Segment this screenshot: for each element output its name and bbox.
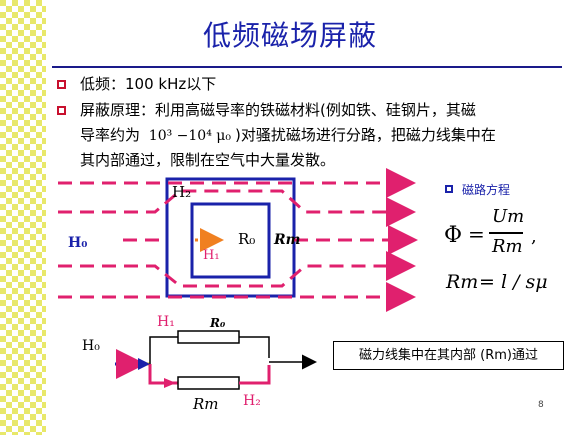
- reluctance-rhs: = l / sμ: [479, 271, 548, 293]
- title-divider: [52, 66, 562, 68]
- circuit-input-arrow: [138, 358, 150, 370]
- bullet-principle-line3: 其内部通过，限制在空气中大量发散。: [80, 151, 336, 169]
- sidebar-pattern: [0, 0, 46, 435]
- phi-symbol: Φ: [444, 223, 463, 248]
- line2-suffix: )对骚扰磁场进行分路，把磁力线集中在: [235, 126, 496, 144]
- label-h2-top: H₂: [172, 183, 192, 201]
- permeability-formula: 10³ −10⁴ μ₀: [148, 128, 231, 144]
- page-number: 8: [538, 400, 544, 410]
- reluctance-lhs: Rm: [446, 271, 479, 293]
- outer-shield: [165, 177, 296, 298]
- bullet-principle-line1: 屏蔽原理：利用高磁导率的铁磁材料(例如铁、硅钢片，其磁: [80, 101, 476, 119]
- bullet-principle-line2: 导率约为 10³ −10⁴ μ₀)对骚扰磁场进行分路，把磁力线集中在: [80, 124, 496, 145]
- result-box: 磁力线集中在其内部 (Rm)通过: [333, 341, 564, 370]
- circuit-label-h2: H₂: [243, 393, 261, 409]
- fraction-denominator: Rm: [492, 236, 523, 257]
- fraction-numerator: Um: [492, 206, 525, 227]
- line2-prefix: 导率约为: [80, 126, 141, 144]
- label-h1: H₁: [203, 248, 220, 263]
- circuit-label-h1: H₁: [157, 314, 175, 330]
- page-title: 低频磁场屏蔽: [202, 19, 377, 52]
- equation-comma: ,: [531, 226, 537, 247]
- circuit-label-h0: H₀: [82, 338, 100, 354]
- equations-heading: 磁路方程: [462, 183, 511, 197]
- circuit-label-r0: R₀: [210, 316, 226, 330]
- heading-bullet-icon: [445, 185, 453, 193]
- bullet-icon: [57, 80, 66, 89]
- bullet-low-frequency: 低频：100 kHz以下: [80, 75, 217, 93]
- label-r0: R₀: [238, 230, 256, 248]
- resistor-rm: [177, 376, 240, 390]
- circuit-label-rm: Rm: [193, 395, 219, 413]
- fraction-bar: [489, 232, 523, 234]
- magnetic-circuit: [120, 330, 317, 390]
- label-rm: Rm: [274, 232, 301, 248]
- label-h0: H₀: [68, 235, 88, 251]
- resistor-r0: [177, 330, 240, 344]
- inner-shield: [190, 202, 271, 279]
- bullet-icon: [57, 106, 66, 115]
- equals-sign: =: [468, 222, 485, 246]
- circuit-rm-arrow: [164, 378, 176, 388]
- field-lines: [58, 168, 418, 312]
